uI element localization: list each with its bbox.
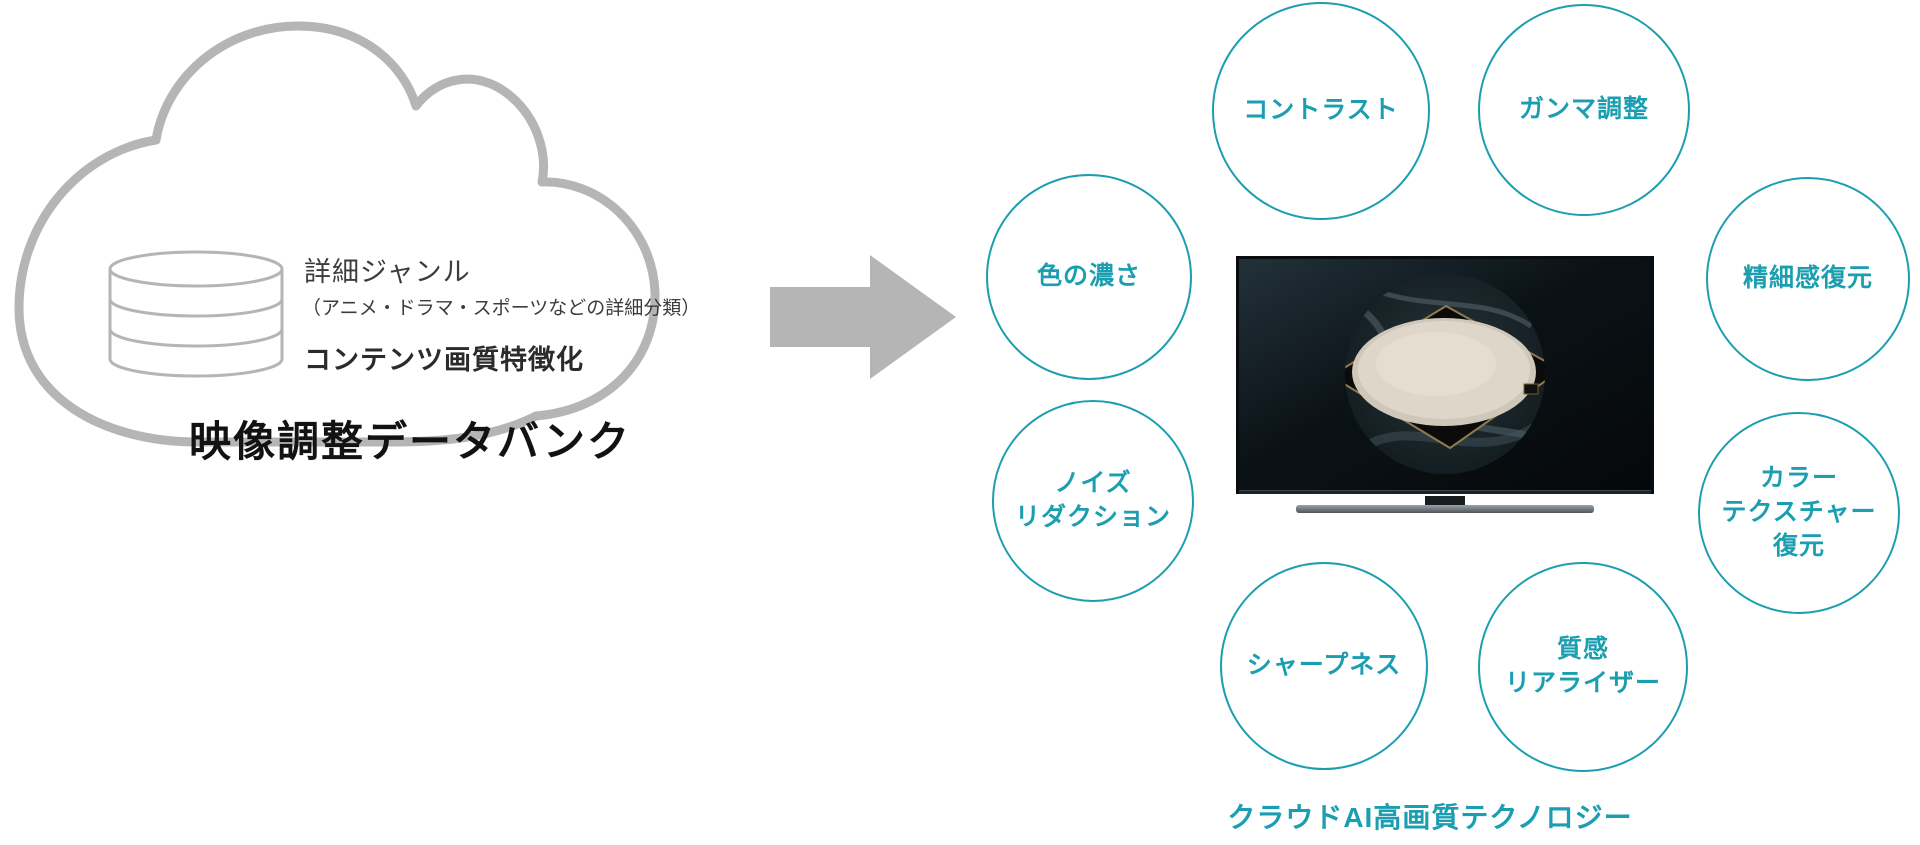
- feature-circle-sharpness: シャープネス: [1220, 562, 1428, 770]
- tv-stand-neck: [1425, 496, 1465, 505]
- feature-circle-texture-realizer: 質感 リアライザー: [1478, 562, 1688, 772]
- cloud-shape: [14, 21, 660, 447]
- data-bank-title: 映像調整データバンク: [188, 418, 632, 465]
- feature-circle-gamma: ガンマ調整: [1478, 4, 1690, 216]
- feature-label-color-texture: カラー テクスチャー 復元: [1721, 464, 1877, 560]
- feature-label-color-depth: 色の濃さ: [1036, 262, 1141, 291]
- feature-label-contrast: コントラスト: [1243, 96, 1399, 125]
- content-feature-label: コンテンツ画質特徴化: [304, 345, 584, 375]
- feature-circle-color-texture: カラー テクスチャー 復元: [1698, 412, 1900, 614]
- tv-stand-base: [1296, 505, 1594, 513]
- feature-circle-color-depth: 色の濃さ: [986, 174, 1192, 380]
- tv-image: [1236, 256, 1654, 513]
- database-icon: [108, 250, 284, 378]
- genre-subtitle: （アニメ・ドラマ・スポーツなどの詳細分類）: [302, 298, 701, 319]
- feature-circle-noise-reduction: ノイズ リダクション: [992, 400, 1194, 602]
- feature-circle-fine-detail: 精細感復元: [1706, 177, 1910, 381]
- arrow-right-icon: [770, 255, 956, 379]
- genre-title: 詳細ジャンル: [304, 257, 471, 287]
- chip-photo: [1345, 274, 1545, 474]
- feature-circle-contrast: コントラスト: [1212, 2, 1430, 220]
- diagram-caption: クラウドAI高画質テクノロジー: [1227, 802, 1633, 833]
- feature-label-sharpness: シャープネス: [1246, 651, 1402, 680]
- feature-label-gamma: ガンマ調整: [1518, 95, 1649, 124]
- feature-label-noise-reduction: ノイズ リダクション: [1014, 469, 1171, 531]
- feature-label-fine-detail: 精細感復元: [1742, 264, 1873, 293]
- feature-label-texture-realizer: 質感 リアライザー: [1504, 635, 1661, 697]
